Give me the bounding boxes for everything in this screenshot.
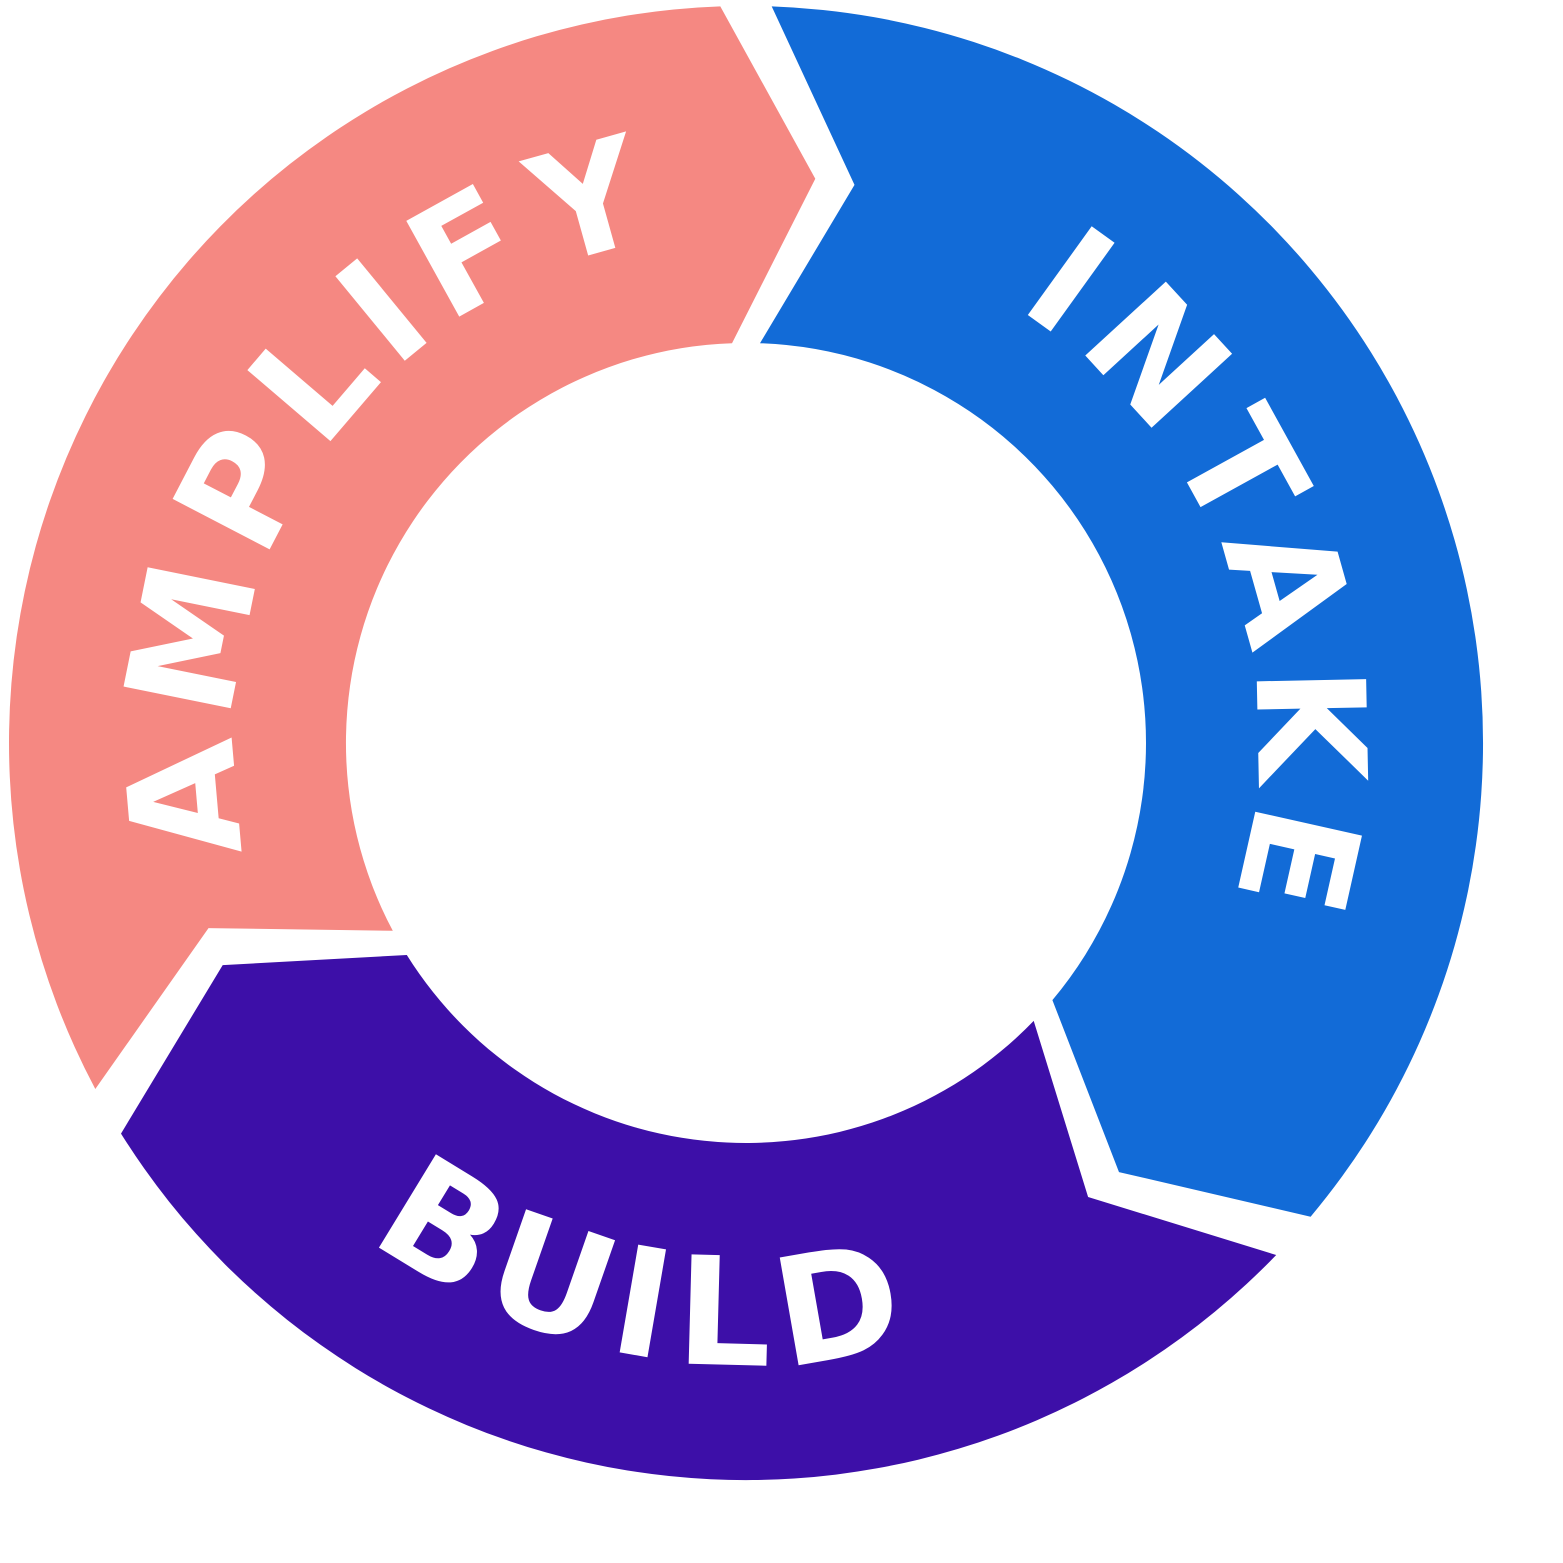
segment-build — [121, 955, 1277, 1481]
segments-group — [9, 6, 1484, 1481]
segment-amplify — [9, 6, 816, 1089]
segment-intake — [760, 6, 1484, 1217]
